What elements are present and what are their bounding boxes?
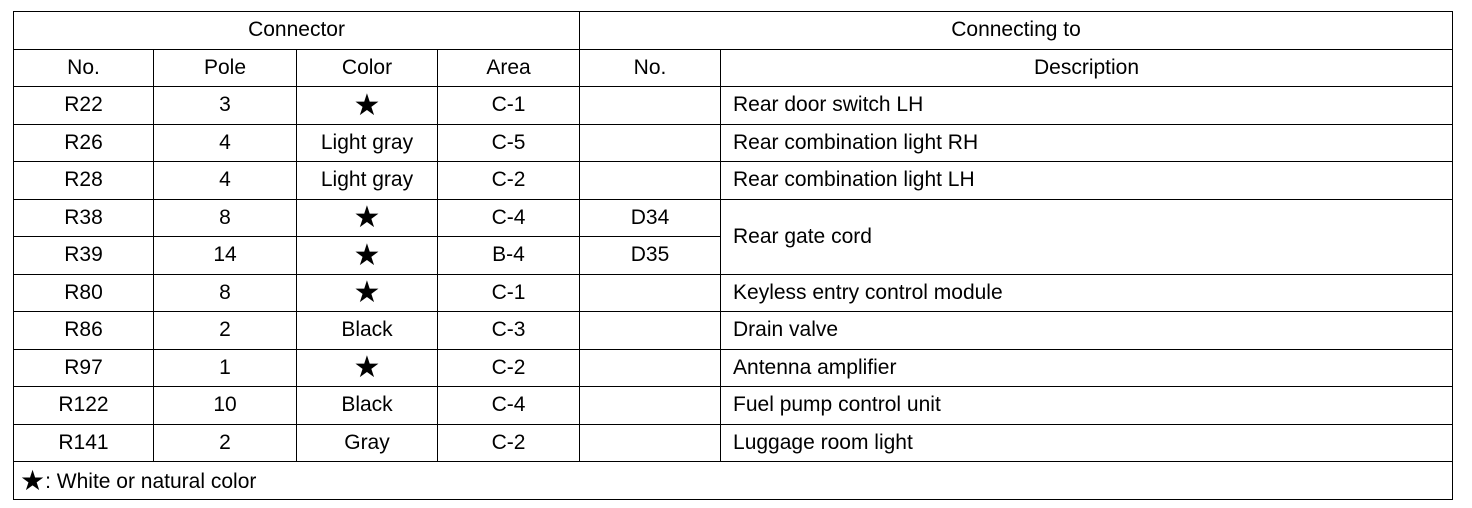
column-header-pole: Pole [153,48,297,87]
connector-table: Connector Connecting to No. Pole Color A… [12,11,1454,500]
table-row: R39 14 ★ B-4 D35 [13,236,1453,275]
table-row: R28 4 Light gray C-2 Rear combination li… [13,161,1454,200]
cell-pole: 14 [153,236,297,275]
cell-area: C-5 [436,123,581,162]
cell-area: C-4 [436,198,581,237]
table-row: R26 4 Light gray C-5 Rear combination li… [13,123,1454,162]
cell-no: R122 [13,386,154,425]
cell-area: C-2 [436,423,581,462]
cell-no: R28 [13,161,154,200]
group-header-connecting-to: Connecting to [579,11,1454,50]
cell-color: ★ [296,273,438,312]
connector-table-container: Connector Connecting to No. Pole Color A… [12,11,1454,500]
group-header-connector: Connector [12,11,581,50]
cell-description: Rear door switch LH [720,86,1454,125]
cell-area: C-4 [436,386,581,425]
cell-area: C-2 [436,161,581,200]
cell-area: C-1 [436,273,581,312]
cell-color: ★ [296,198,438,237]
cell-description: Keyless entry control module [720,273,1454,312]
cell-no: R39 [13,236,154,275]
cell-description: Luggage room light [720,423,1454,462]
column-header-row: No. Pole Color Area No. Description [13,48,1454,87]
cell-description: Rear combination light RH [720,123,1454,162]
cell-pole: 2 [153,423,297,462]
star-icon: ★ [353,238,381,272]
cell-description: Rear gate cord [720,198,1454,275]
cell-area: B-4 [436,236,581,275]
cell-no: R22 [13,86,154,125]
footnote-row: ★: White or natural color [12,461,1454,500]
footnote: ★: White or natural color [12,461,1454,500]
star-icon: ★ [353,276,381,310]
cell-to-no: D35 [579,236,722,275]
cell-color: Black [296,311,438,350]
cell-to-no [579,423,722,462]
cell-description: Fuel pump control unit [720,386,1454,425]
cell-pole: 4 [153,161,297,200]
cell-no: R38 [13,198,154,237]
star-icon: ★ [353,88,381,122]
cell-no: R26 [13,123,154,162]
cell-description: Rear combination light LH [720,161,1454,200]
cell-no: R80 [13,273,154,312]
cell-to-no [579,348,722,387]
table-row: R122 10 Black C-4 Fuel pump control unit [13,386,1454,425]
star-icon: ★ [20,464,46,496]
cell-no: R97 [13,348,154,387]
cell-color: ★ [296,348,438,387]
cell-color: Light gray [296,123,438,162]
cell-pole: 10 [153,386,297,425]
column-header-color: Color [296,48,438,87]
table-row: R22 3 ★ C-1 Rear door switch LH [13,86,1454,125]
cell-area: C-3 [436,311,581,350]
cell-pole: 4 [153,123,297,162]
group-header-row: Connector Connecting to [12,11,1454,50]
cell-to-no: D34 [579,198,722,237]
cell-to-no [579,273,722,312]
star-icon: ★ [353,351,381,385]
table-row: R80 8 ★ C-1 Keyless entry control module [13,273,1454,312]
cell-color: Black [296,386,438,425]
cell-to-no [579,311,722,350]
cell-color: ★ [296,236,438,275]
cell-to-no [579,161,722,200]
table-row: R86 2 Black C-3 Drain valve [13,311,1454,350]
cell-color: ★ [296,86,438,125]
cell-to-no [579,386,722,425]
table-row: R97 1 ★ C-2 Antenna amplifier [13,348,1454,387]
cell-pole: 8 [153,198,297,237]
cell-to-no [579,86,722,125]
cell-description: Drain valve [720,311,1454,350]
star-icon: ★ [353,201,381,235]
footnote-text: : White or natural color [45,469,257,493]
cell-no: R86 [13,311,154,350]
cell-pole: 2 [153,311,297,350]
cell-no: R141 [13,423,154,462]
cell-area: C-2 [436,348,581,387]
column-header-to-no: No. [579,48,722,87]
cell-to-no [579,123,722,162]
cell-pole: 3 [153,86,297,125]
cell-color: Light gray [296,161,438,200]
column-header-no: No. [13,48,154,87]
column-header-description: Description [720,48,1454,87]
cell-description: Antenna amplifier [720,348,1454,387]
cell-pole: 8 [153,273,297,312]
table-row: R141 2 Gray C-2 Luggage room light [13,423,1454,462]
table-row: R38 8 ★ C-4 D34 Rear gate cord [13,198,1454,275]
column-header-area: Area [436,48,581,87]
cell-area: C-1 [436,86,581,125]
cell-pole: 1 [153,348,297,387]
cell-color: Gray [296,423,438,462]
